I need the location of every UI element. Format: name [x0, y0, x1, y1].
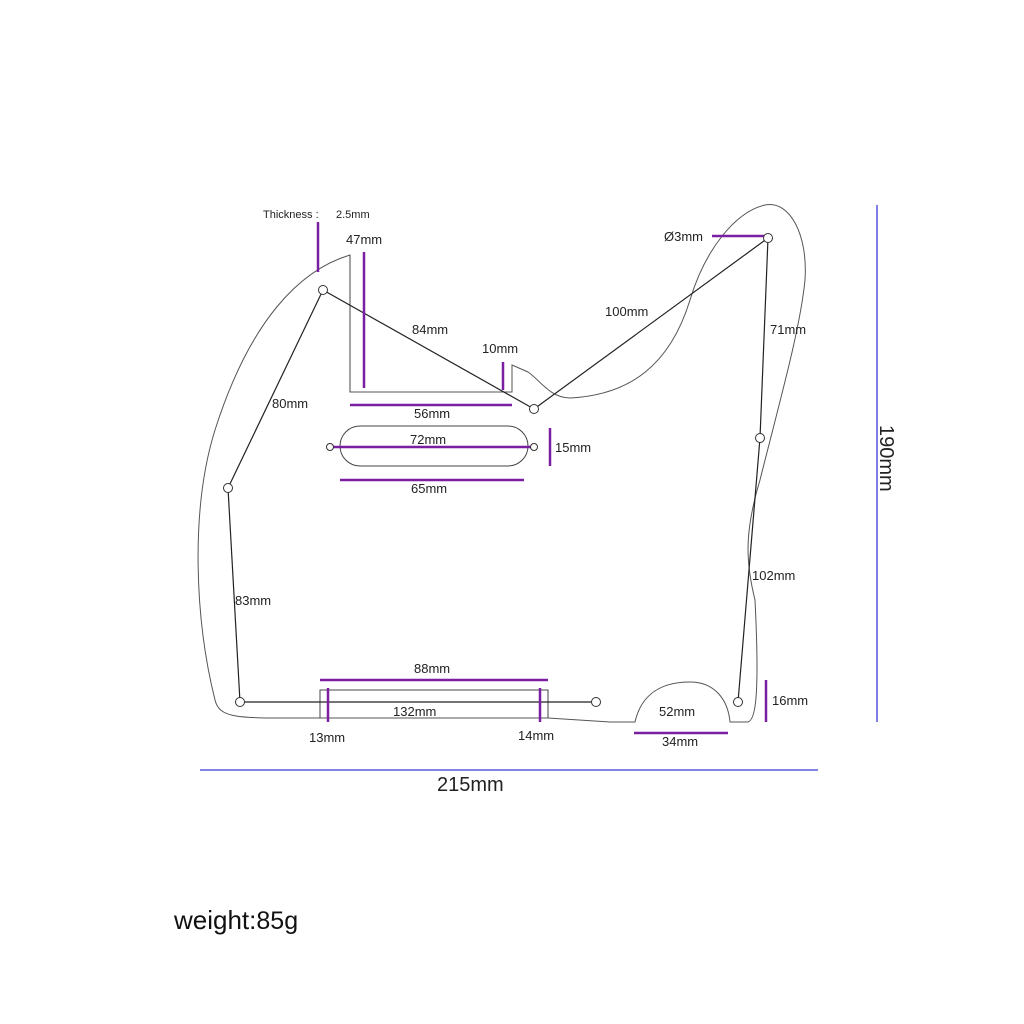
dim-65-label: 65mm [411, 481, 447, 496]
weight-info: weight:85g [174, 905, 298, 936]
dim-56-label: 56mm [414, 406, 450, 421]
bridge-cutout-edge [319, 689, 549, 718]
dim-16-label: 16mm [772, 693, 808, 708]
measure-line-71 [759, 237, 769, 439]
dim-88-label: 88mm [414, 661, 450, 676]
dim-132-label: 132mm [393, 704, 436, 719]
measure-line-80 [227, 289, 324, 489]
weight-label: weight: [174, 905, 257, 935]
pickguard-outline [197, 204, 806, 723]
dim-14-label: 14mm [518, 728, 554, 743]
screw-hole [529, 404, 539, 414]
overall-width-label: 215mm [437, 774, 504, 796]
measure-line-84 [322, 289, 535, 410]
hole-diameter-label: Ø3mm [664, 229, 703, 244]
dim-102-label: 102mm [752, 568, 795, 583]
pickup-mount-hole [326, 443, 334, 451]
overall-height-label: 190mm [875, 425, 897, 492]
dim-72-label: 72mm [410, 432, 446, 447]
dim-15-label: 15mm [555, 440, 591, 455]
screw-hole [755, 433, 765, 443]
dim-52-label: 52mm [659, 704, 695, 719]
measure-line-102 [737, 437, 761, 703]
thickness-value: 2.5mm [336, 209, 370, 221]
dim-13-label: 13mm [309, 730, 345, 745]
screw-hole [318, 285, 328, 295]
screw-hole [223, 483, 233, 493]
screw-hole [235, 697, 245, 707]
dim-100-label: 100mm [605, 304, 648, 319]
dim-83-label: 83mm [235, 593, 271, 608]
screw-hole [733, 697, 743, 707]
measure-line-83 [227, 487, 241, 703]
screw-hole [763, 233, 773, 243]
dim-34-label: 34mm [662, 734, 698, 749]
dim-47-label: 47mm [346, 232, 382, 247]
dim-80-label: 80mm [272, 396, 308, 411]
dim-10-label: 10mm [482, 341, 518, 356]
pickup-mount-hole [530, 443, 538, 451]
measure-line-100 [533, 237, 769, 410]
thickness-label: Thickness : [263, 209, 319, 221]
dim-71-label: 71mm [770, 322, 806, 337]
screw-hole [591, 697, 601, 707]
weight-value: 85g [256, 907, 299, 935]
dim-84-label: 84mm [412, 322, 448, 337]
